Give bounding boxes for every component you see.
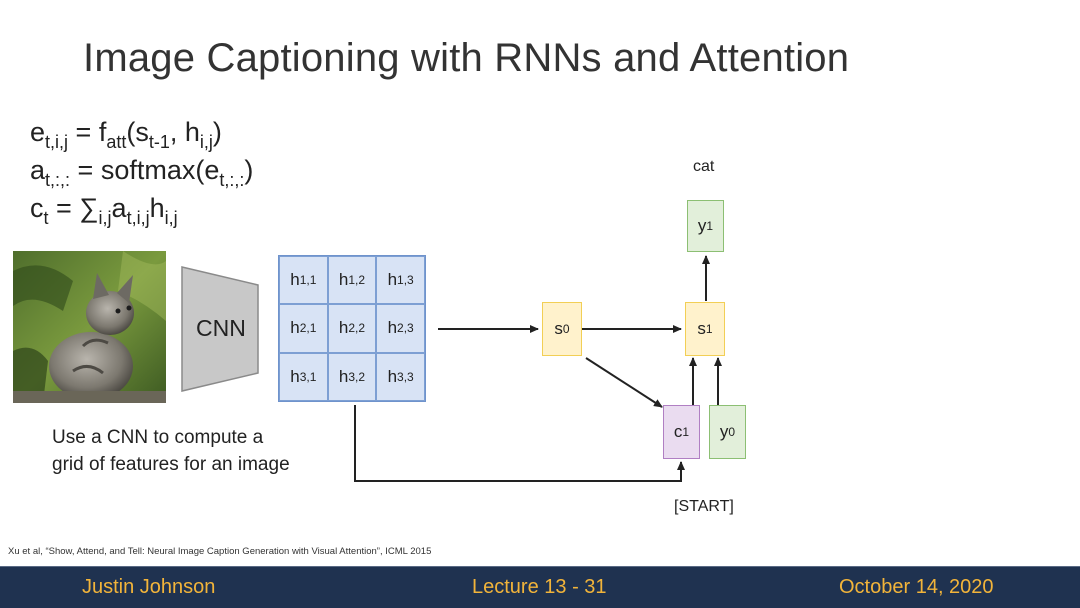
cnn-label: CNN [196, 315, 246, 341]
output-word: cat [693, 158, 715, 175]
equation-attention-weights: at,:,: = softmax(et,:,:) [30, 155, 254, 190]
slide-title: Image Captioning with RNNs and Attention [83, 36, 850, 80]
citation: Xu et al, “Show, Attend, and Tell: Neura… [8, 546, 432, 557]
start-token: [START] [674, 498, 734, 515]
cnn-caption: Use a CNN to compute a grid of features … [52, 427, 290, 475]
equation-context-vector: ct = ∑i,jat,i,jhi,j [30, 193, 178, 228]
arrow-grid-to-c1 [354, 405, 685, 482]
kitten-photo [13, 251, 166, 403]
equation-alignment-scores: et,i,j = fatt(st-1, hi,j) [30, 117, 222, 152]
arrow-s0-to-c1 [585, 357, 663, 408]
footer-lecture: Lecture 13 - 31 [472, 576, 607, 598]
cnn-trapezoid [181, 266, 259, 392]
footer-bar [0, 566, 1080, 608]
footer-date: October 14, 2020 [839, 576, 994, 598]
footer-author: Justin Johnson [82, 576, 216, 598]
